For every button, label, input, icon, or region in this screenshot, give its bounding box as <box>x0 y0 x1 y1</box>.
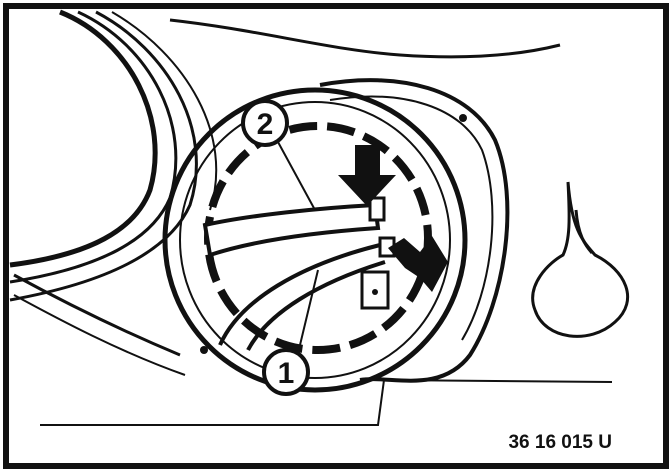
callout-circle-2 <box>241 99 289 147</box>
leader-lines <box>40 141 613 426</box>
tank-sender-icon <box>531 181 630 338</box>
arrow-left-icon <box>388 236 448 292</box>
callout-circle-1 <box>262 348 310 396</box>
hose-clamp-upper <box>368 196 386 222</box>
fuel-hose-lower <box>218 243 386 351</box>
connector-pin <box>372 289 378 295</box>
figure-code: 36 16 015 U <box>508 432 612 453</box>
screw-dot <box>459 114 467 122</box>
callout-label-1: 1 <box>278 357 295 390</box>
arrow-down-icon <box>338 145 396 206</box>
fuel-hose-upper <box>202 202 381 258</box>
callout-label-2: 2 <box>257 108 274 141</box>
screw-dot <box>200 346 208 354</box>
